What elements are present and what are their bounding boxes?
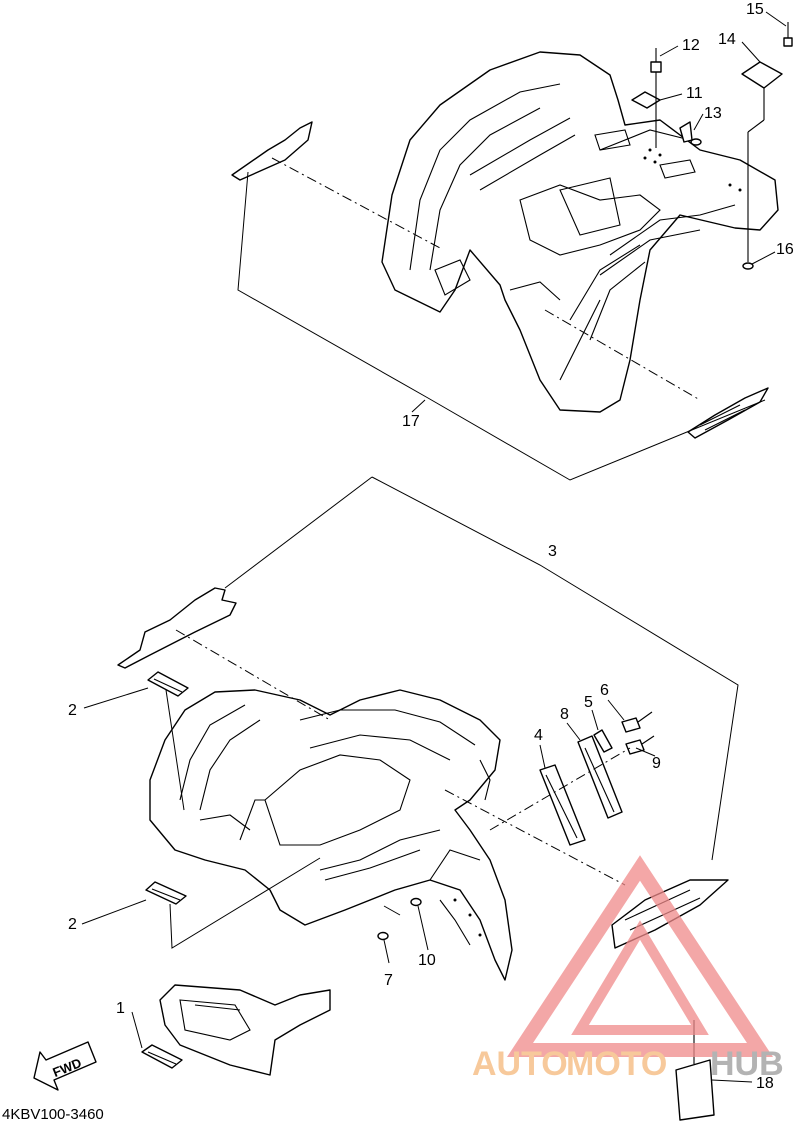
decal-2-upper [147,671,189,697]
watermark-logo-icon [507,855,773,1057]
watermark-text-hub: HUB [710,1045,784,1083]
watermark: AUTO MOTO HUB [472,855,784,1083]
decal-2-lower [145,881,187,905]
plate-14 [741,61,783,89]
license-plate-bracket [159,984,331,1076]
grommet-16 [742,262,754,270]
bolt-12 [650,48,662,73]
bolt-15 [783,22,793,47]
emblem-1 [141,1044,183,1069]
front-left-decal [117,587,237,669]
callout-2-upper: 2 [68,702,77,719]
callout-10: 10 [418,952,436,969]
callout-7: 7 [384,972,393,989]
rear-fender [381,51,779,413]
grommet-7 [377,931,389,941]
callout-9: 9 [652,755,661,772]
bracket-8 [577,735,623,819]
callout-5: 5 [584,694,593,711]
callout-8: 8 [560,706,569,723]
watermark-text-moto: MOTO [566,1045,667,1083]
front-fender [149,689,513,981]
callout-2-lower: 2 [68,916,77,933]
callout-14: 14 [718,31,736,48]
callout-17: 17 [402,413,420,430]
callout-13: 13 [704,105,722,122]
fwd-arrow-icon: FWD [33,1041,97,1091]
callout-1: 1 [116,1000,125,1017]
callout-15: 15 [746,1,764,18]
bracket-5 [593,729,613,753]
callout-18: 18 [756,1075,774,1092]
rear-right-decal [687,387,769,439]
rear-left-decal [231,121,313,181]
rear-callout-leaders [659,11,787,265]
reflector-4 [539,764,586,846]
diagram-code: 4KBV100-3460 [2,1106,104,1123]
callout-11: 11 [686,85,703,102]
bolt-9 [625,735,655,755]
callout-6: 6 [600,682,609,699]
bracket-13 [679,121,702,146]
callout-3: 3 [548,543,557,560]
callout-12: 12 [682,37,700,54]
front-assembly-lines [81,476,753,1083]
callout-16: 16 [776,241,794,258]
callout-4: 4 [534,727,543,744]
watermark-text-auto: AUTO [472,1045,568,1083]
grommet-10 [410,897,422,907]
bolt-6 [621,711,653,733]
rear-assembly-lines [237,72,766,481]
